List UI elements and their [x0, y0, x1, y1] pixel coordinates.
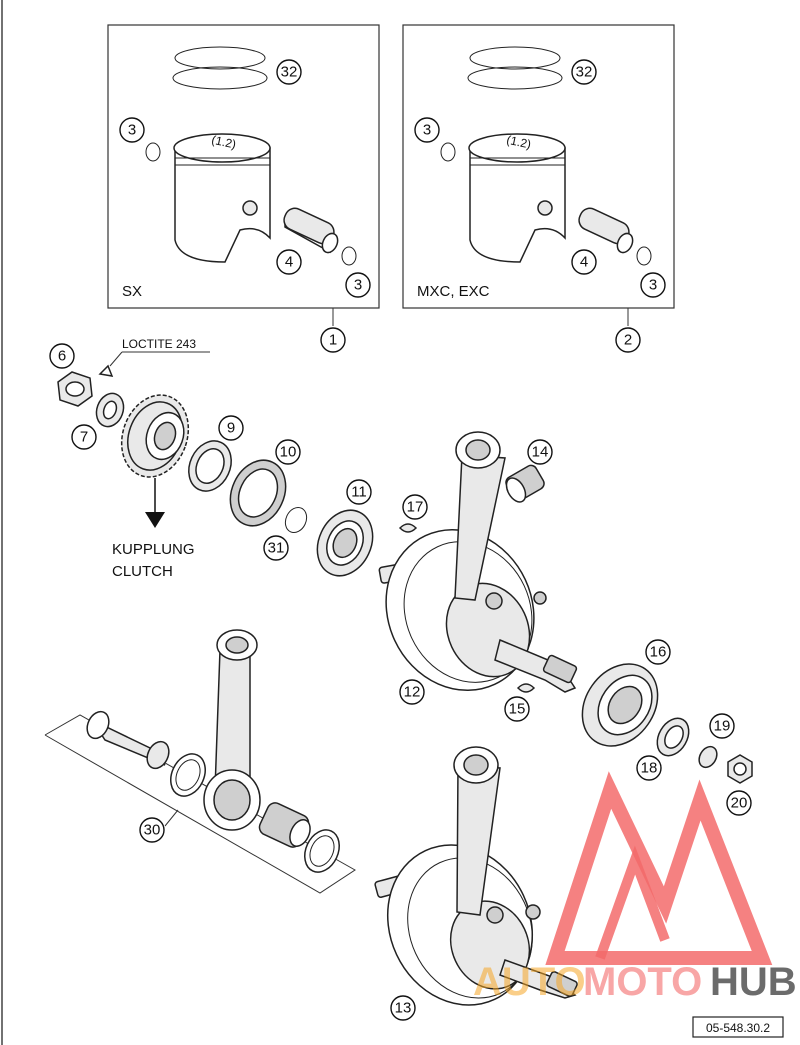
- callout-7: 7: [71, 424, 97, 450]
- loctite-label: LOCTITE 243: [122, 337, 196, 351]
- woodruff-key-17: [398, 523, 418, 533]
- conrod-kit-30: [44, 629, 356, 894]
- callout-20: 20: [726, 790, 752, 816]
- callout-11: 11: [346, 479, 372, 505]
- spacer-9: [188, 440, 232, 492]
- piston-marking: (1.2): [210, 133, 237, 152]
- arrow-down-icon: [145, 512, 165, 528]
- callout-32: 32: [571, 59, 597, 85]
- svg-text:11: 11: [351, 484, 367, 501]
- svg-text:30: 30: [144, 822, 161, 839]
- primary-gear: [120, 394, 190, 478]
- washer-7: [95, 392, 125, 428]
- circlip: [636, 246, 652, 266]
- callout-16: 16: [645, 639, 671, 665]
- callout-4: 4: [571, 249, 597, 275]
- callout-kit-2: 2: [615, 327, 641, 353]
- piston-pin: [283, 207, 339, 254]
- piston-sx: (1.2): [173, 133, 271, 263]
- callout-3: 3: [640, 272, 666, 298]
- svg-text:9: 9: [227, 420, 235, 437]
- bearing-16: [581, 663, 659, 747]
- svg-text:12: 12: [404, 684, 421, 701]
- piston-kit-mxc-exc-box: (1.2) MXC, EXC 32 3 4 3 2: [402, 24, 675, 353]
- callout-31: 31: [263, 535, 289, 561]
- watermark-hub: HUB: [710, 960, 797, 1004]
- svg-text:19: 19: [714, 718, 731, 735]
- piston-mxc-exc: (1.2): [468, 133, 566, 263]
- callout-3: 3: [119, 117, 145, 143]
- svg-text:13: 13: [395, 1000, 412, 1017]
- woodruff-key-15: [516, 683, 536, 693]
- crankshaft-12: [378, 431, 578, 693]
- callout-13: 13: [390, 995, 416, 1021]
- crankshaft-13: [374, 746, 578, 1006]
- callout-12: 12: [399, 679, 425, 705]
- kit-model-label: SX: [122, 283, 142, 300]
- clutch-label-en: CLUTCH: [112, 563, 173, 580]
- kit-model-label: MXC, EXC: [417, 283, 490, 300]
- svg-text:15: 15: [509, 701, 526, 718]
- callout-10: 10: [275, 439, 301, 465]
- svg-text:7: 7: [80, 429, 88, 446]
- diagram-code-box: 05-548.30.2: [692, 1016, 784, 1038]
- svg-text:14: 14: [532, 444, 549, 461]
- svg-text:1: 1: [329, 332, 337, 349]
- watermark-auto: AUTO: [473, 960, 586, 1004]
- callout-kit-1: 1: [320, 327, 346, 353]
- callout-3: 3: [414, 117, 440, 143]
- needle-bearing-14: [505, 464, 545, 503]
- callout-17: 17: [402, 494, 428, 520]
- svg-text:3: 3: [423, 122, 431, 139]
- svg-text:2: 2: [624, 332, 632, 349]
- bearing-11: [316, 509, 374, 577]
- svg-text:3: 3: [354, 277, 362, 294]
- svg-text:17: 17: [407, 499, 424, 516]
- nut-20: [727, 754, 753, 784]
- automotohub-watermark-logo: AUTO MOTO HUB: [473, 771, 797, 1004]
- svg-text:4: 4: [580, 254, 588, 271]
- crank-pin: [86, 710, 170, 770]
- callout-18: 18: [636, 755, 662, 781]
- loctite-drop: [98, 364, 114, 377]
- circlip: [440, 142, 456, 162]
- washer-19: [698, 745, 718, 769]
- svg-text:20: 20: [731, 795, 748, 812]
- clutch-label-de: KUPPLUNG: [112, 541, 195, 558]
- svg-text:3: 3: [649, 277, 657, 294]
- callout-4: 4: [276, 249, 302, 275]
- svg-text:32: 32: [576, 64, 593, 81]
- svg-text:32: 32: [281, 64, 298, 81]
- callout-6: 6: [49, 343, 75, 369]
- piston-kit-sx-box: (1.2) SX 32 3 4 3 1: [107, 24, 380, 353]
- diagram-code: 05-548.30.2: [706, 1021, 770, 1035]
- callout-30: 30: [139, 817, 165, 843]
- piston-marking: (1.2): [505, 133, 532, 152]
- callout-9: 9: [218, 415, 244, 441]
- shaft-seal-10: [229, 459, 287, 527]
- spacer-18: [656, 717, 690, 757]
- nut-6: [57, 371, 93, 407]
- piston-pin: [578, 207, 634, 254]
- circlip: [145, 142, 161, 162]
- callout-32: 32: [276, 59, 302, 85]
- svg-text:16: 16: [650, 644, 667, 661]
- callout-14: 14: [527, 439, 553, 465]
- svg-text:31: 31: [268, 540, 285, 557]
- svg-text:18: 18: [641, 760, 658, 777]
- circlip: [341, 246, 357, 266]
- svg-text:4: 4: [285, 254, 293, 271]
- callout-15: 15: [504, 696, 530, 722]
- callout-19: 19: [709, 713, 735, 739]
- watermark-moto: MOTO: [583, 960, 702, 1004]
- svg-text:6: 6: [58, 348, 66, 365]
- callout-3: 3: [345, 272, 371, 298]
- svg-text:10: 10: [280, 444, 297, 461]
- svg-text:3: 3: [128, 122, 136, 139]
- o-ring-31: [284, 506, 308, 534]
